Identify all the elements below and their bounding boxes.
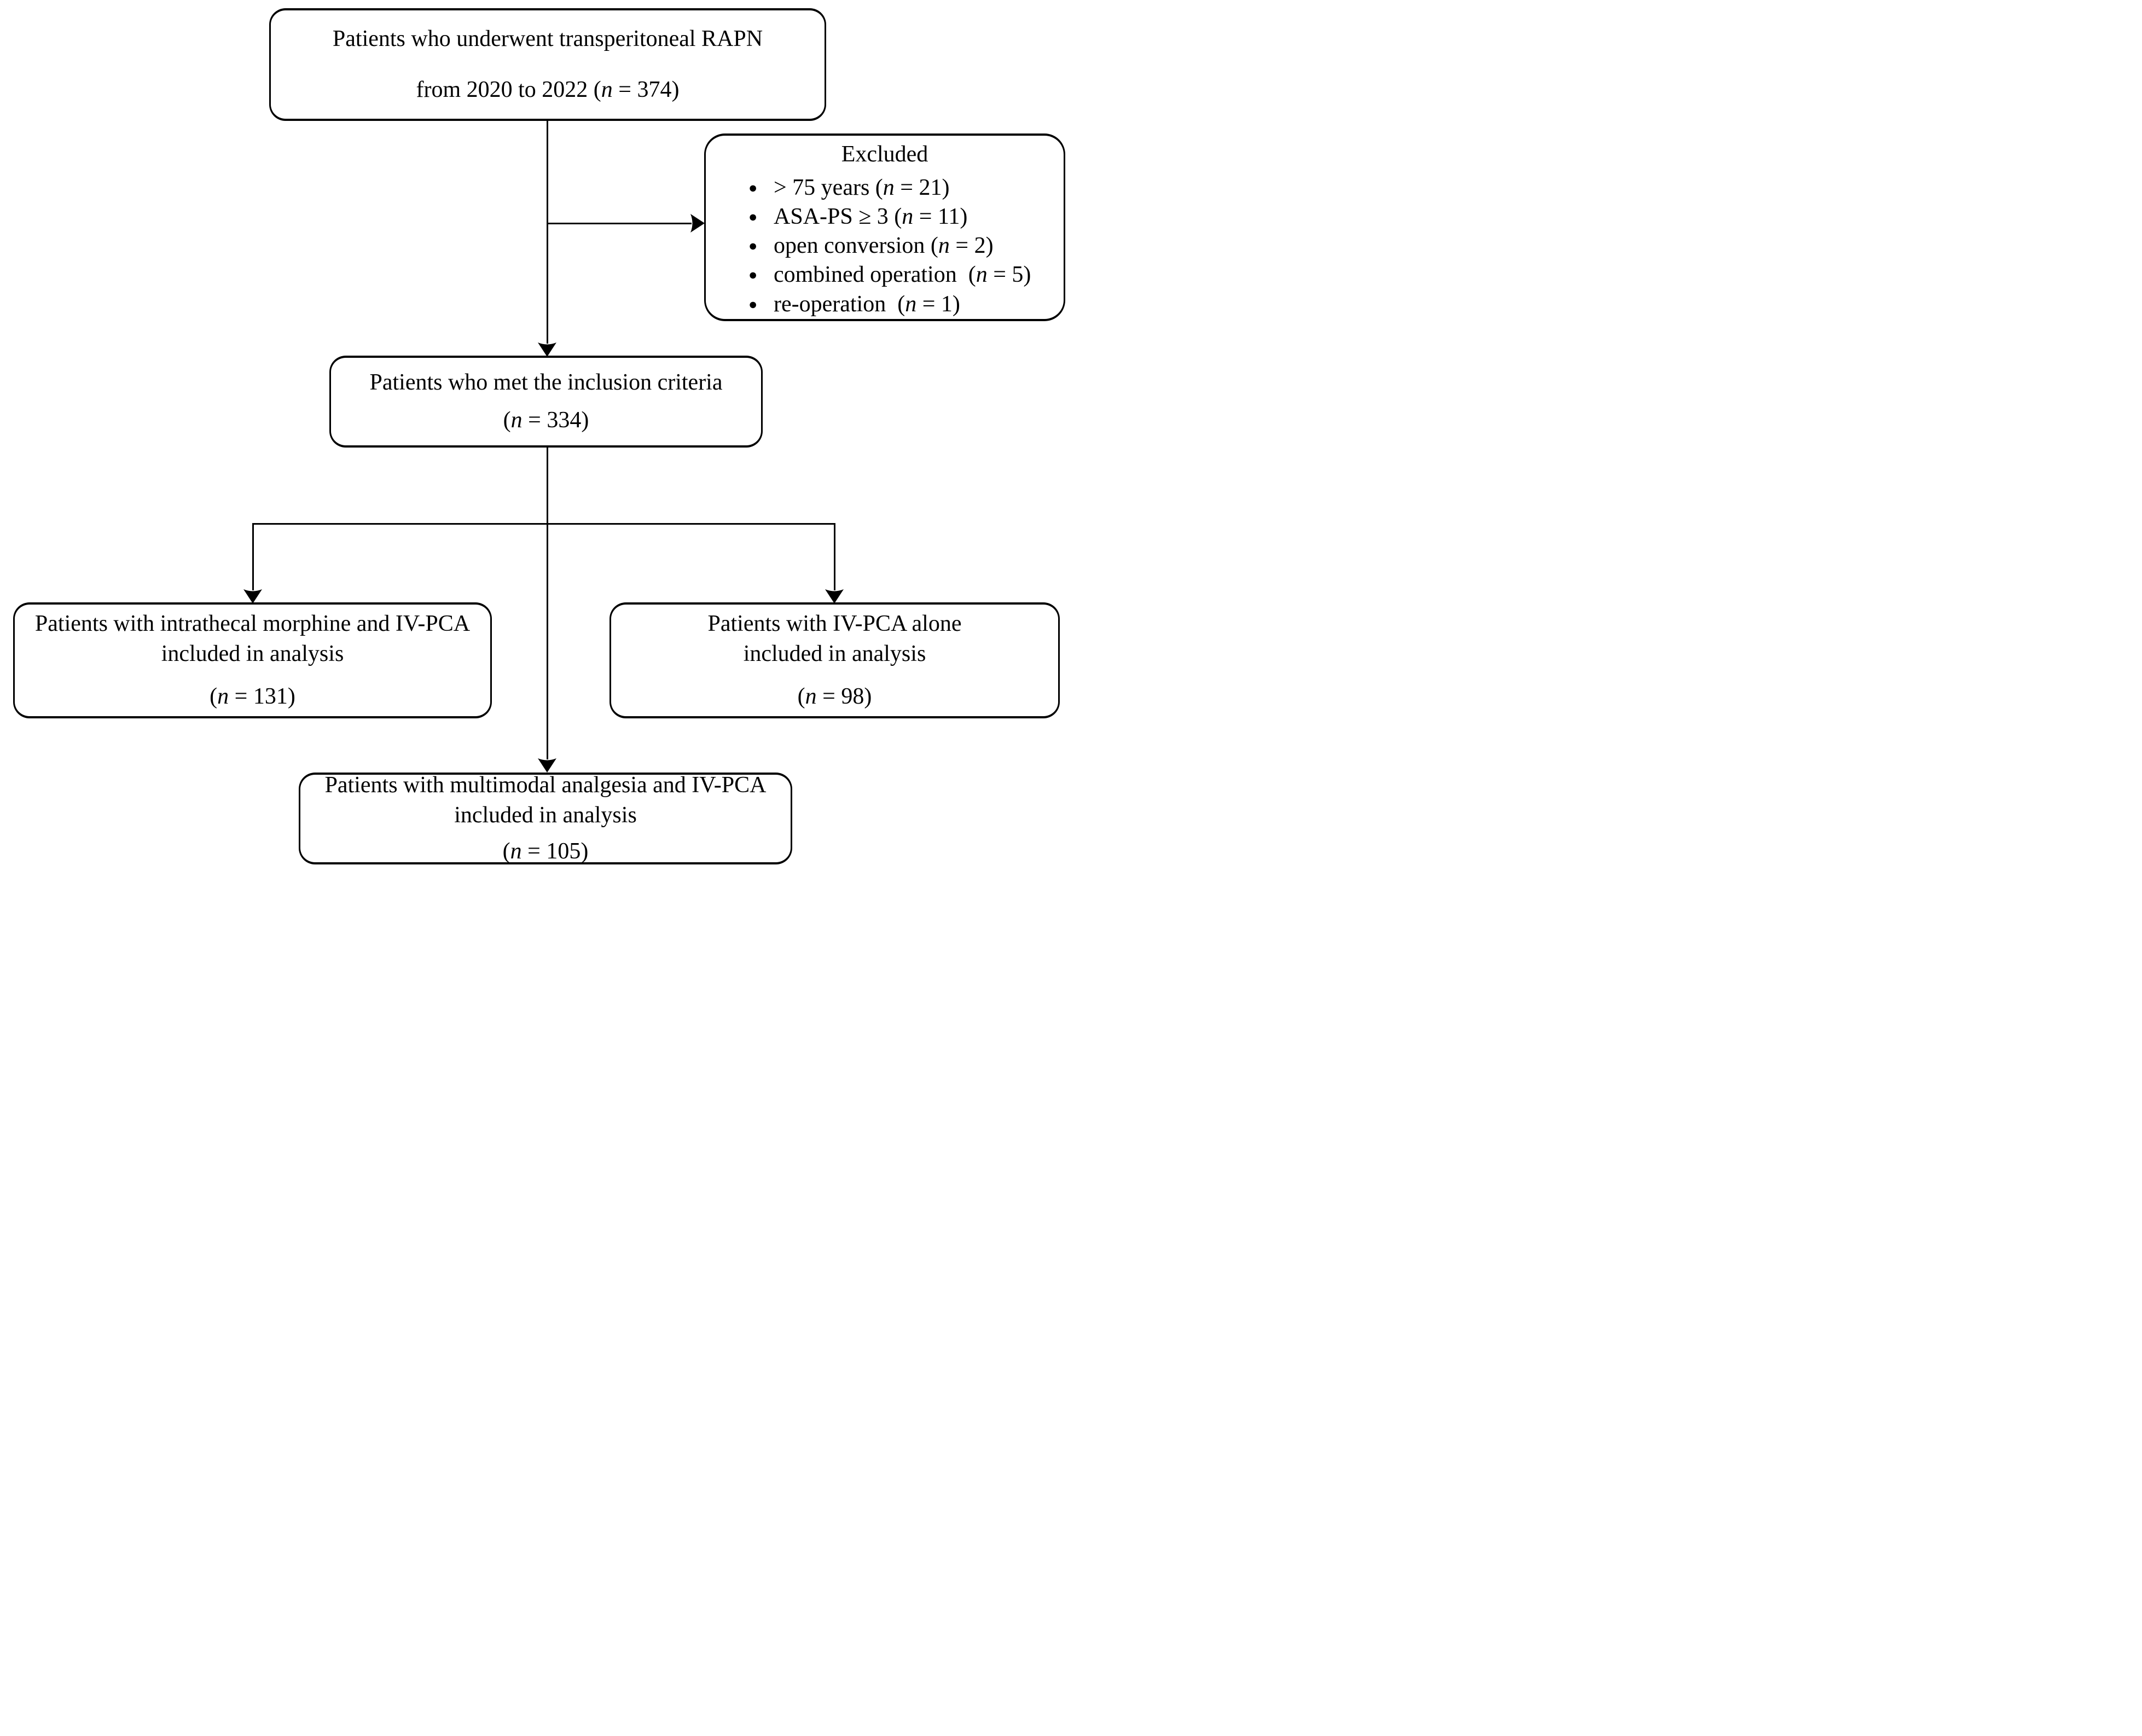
- box-intrathecal-morphine-line2: included in analysis: [161, 641, 344, 666]
- excluded-title: Excluded: [841, 142, 928, 167]
- n-symbol: n: [905, 291, 917, 317]
- n-symbol: n: [976, 262, 988, 288]
- arrowhead-right-icon: [689, 214, 705, 233]
- excluded-list: ●> 75 years (n = 21) ●ASA-PS ≥ 3 (n = 11…: [706, 173, 1064, 320]
- box-inclusion-criteria-line1: Patients who met the inclusion criteria: [369, 370, 723, 396]
- box-underwent-rapn-line2: from 2020 to 2022 (n = 374): [416, 77, 680, 102]
- box-intrathecal-morphine-line1: Patients with intrathecal morphine and I…: [34, 611, 471, 637]
- n-symbol: n: [217, 684, 229, 710]
- bullet-icon: ●: [748, 295, 758, 312]
- n-symbol: n: [510, 839, 522, 864]
- box-underwent-rapn-line1: Patients who underwent transperitoneal R…: [332, 26, 763, 52]
- n-symbol: n: [601, 77, 613, 102]
- arrowhead-down-icon: [538, 757, 556, 773]
- box-multimodal-analgesia-count: (n = 105): [502, 839, 589, 864]
- excluded-item: ●open conversion (n = 2): [748, 233, 994, 259]
- connector-inclusion-to-multimodal: [547, 446, 548, 759]
- n-symbol: n: [902, 204, 914, 229]
- arrowhead-down-icon: [538, 341, 556, 357]
- box-multimodal-analgesia: Patients with multimodal analgesia and I…: [299, 773, 792, 864]
- connector-branch-to-excluded: [547, 223, 692, 224]
- box-inclusion-criteria-count: (n = 334): [503, 408, 589, 433]
- box-ivpca-alone-line1: Patients with IV-PCA alone: [707, 611, 962, 637]
- box-ivpca-alone-line2: included in analysis: [743, 641, 926, 666]
- connector-branch-horizontal: [252, 523, 835, 525]
- n-symbol: n: [510, 408, 523, 433]
- flow-diagram: Patients who underwent transperitoneal R…: [0, 0, 1071, 868]
- connector-top-to-inclusion: [547, 120, 548, 344]
- bullet-icon: ●: [748, 237, 758, 254]
- box-ivpca-alone: Patients with IV-PCA alone included in a…: [609, 602, 1060, 718]
- excluded-item: ●ASA-PS ≥ 3 (n = 11): [748, 204, 968, 229]
- box-ivpca-alone-count: (n = 98): [797, 684, 872, 710]
- connector-branch-to-intrathecal: [252, 523, 254, 590]
- box-underwent-rapn: Patients who underwent transperitoneal R…: [269, 8, 826, 121]
- arrowhead-down-icon: [825, 588, 844, 603]
- arrowhead-down-icon: [243, 588, 262, 603]
- n-symbol: n: [805, 684, 817, 710]
- box-excluded: Excluded ●> 75 years (n = 21) ●ASA-PS ≥ …: [704, 133, 1065, 321]
- excluded-item: ●> 75 years (n = 21): [748, 175, 950, 200]
- connector-branch-to-ivpca: [834, 523, 835, 590]
- bullet-icon: ●: [748, 179, 758, 196]
- box-intrathecal-morphine: Patients with intrathecal morphine and I…: [13, 602, 492, 718]
- excluded-item: ●combined operation (n = 5): [748, 262, 1031, 288]
- n-symbol: n: [938, 233, 950, 259]
- box-multimodal-analgesia-line2: included in analysis: [454, 802, 637, 828]
- bullet-icon: ●: [748, 208, 758, 225]
- n-symbol: n: [883, 175, 895, 200]
- excluded-item: ●re-operation (n = 1): [748, 291, 960, 317]
- box-intrathecal-morphine-count: (n = 131): [210, 684, 295, 710]
- box-multimodal-analgesia-line1: Patients with multimodal analgesia and I…: [324, 773, 767, 798]
- bullet-icon: ●: [748, 266, 758, 283]
- box-inclusion-criteria: Patients who met the inclusion criteria …: [329, 356, 763, 448]
